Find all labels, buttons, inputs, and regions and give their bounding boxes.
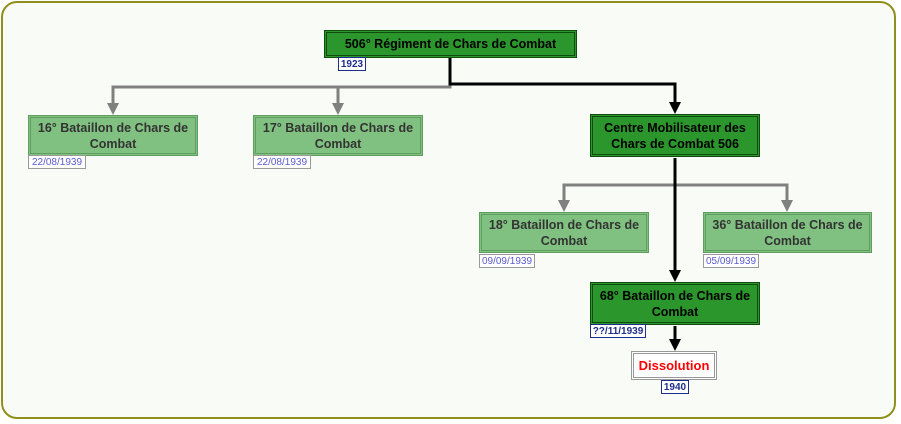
node-68-bataillon: 68° Bataillon de Chars de Combat bbox=[590, 282, 760, 325]
node-16-bataillon-label: 16° Bataillon de Chars de Combat bbox=[37, 120, 189, 151]
node-centre-mobilisateur: Centre Mobilisateur des Chars de Combat … bbox=[590, 114, 760, 157]
connector-centre-to-18 bbox=[558, 158, 677, 212]
node-dissolution-label: Dissolution bbox=[638, 357, 710, 373]
node-17-bataillon: 17° Bataillon de Chars de Combat bbox=[253, 115, 423, 156]
date-17-bataillon: 22/08/1939 bbox=[253, 155, 311, 169]
date-36-bataillon: 05/09/1939 bbox=[703, 254, 759, 268]
node-36-bataillon-label: 36° Bataillon de Chars de Combat bbox=[712, 217, 863, 248]
date-dissolution: 1940 bbox=[661, 380, 689, 394]
node-centre-mobilisateur-label: Centre Mobilisateur des Chars de Combat … bbox=[604, 120, 746, 151]
node-506-regiment-label: 506° Régiment de Chars de Combat bbox=[344, 37, 557, 51]
connector-root-to-16 bbox=[107, 58, 452, 115]
node-18-bataillon-label: 18° Bataillon de Chars de Combat bbox=[488, 217, 640, 248]
node-506-regiment: 506° Régiment de Chars de Combat bbox=[324, 30, 577, 58]
date-18-bataillon: 09/09/1939 bbox=[479, 254, 535, 268]
date-16-bataillon: 22/08/1939 bbox=[28, 155, 86, 169]
connector-centre-to-36 bbox=[675, 183, 793, 212]
date-506-regiment: 1923 bbox=[338, 57, 366, 71]
node-17-bataillon-label: 17° Bataillon de Chars de Combat bbox=[262, 120, 414, 151]
node-16-bataillon: 16° Bataillon de Chars de Combat bbox=[28, 115, 198, 156]
connector-root-to-centre bbox=[448, 58, 681, 114]
node-18-bataillon: 18° Bataillon de Chars de Combat bbox=[479, 212, 649, 253]
node-36-bataillon: 36° Bataillon de Chars de Combat bbox=[703, 212, 872, 253]
node-68-bataillon-label: 68° Bataillon de Chars de Combat bbox=[599, 288, 751, 319]
date-68-bataillon: ??/11/1939 bbox=[590, 324, 646, 338]
node-dissolution: Dissolution bbox=[631, 351, 717, 380]
